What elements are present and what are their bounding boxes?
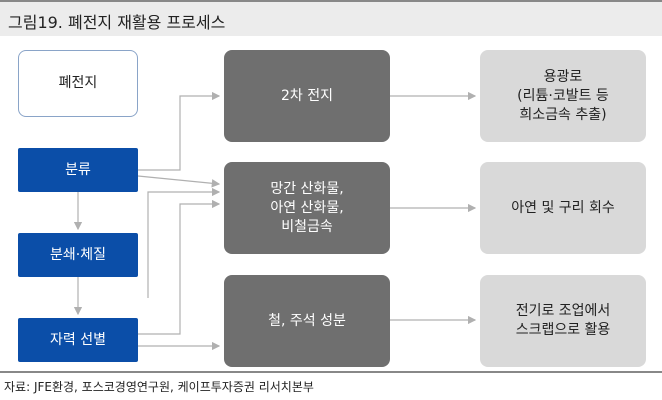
sorting-box: 분류 xyxy=(18,148,138,192)
title-bar: 그림19. 폐전지 재활용 프로세스 xyxy=(0,0,662,36)
secondary-battery-box: 2차 전지 xyxy=(224,50,390,142)
footer-divider xyxy=(0,371,662,373)
zinc-copper-recovery-box: 아연 및 구리 회수 xyxy=(480,162,646,254)
arrow-magnetic-to-manganese xyxy=(147,187,221,298)
arrow-sorting-to-manganese xyxy=(137,175,221,188)
figure-title: 그림19. 폐전지 재활용 프로세스 xyxy=(8,13,226,32)
magnetic-separation-box: 자력 선별 xyxy=(18,318,138,362)
waste-battery-box: 폐전지 xyxy=(18,50,138,117)
manganese-zinc-oxide-box: 망간 산화물, 아연 산화물, 비철금속 xyxy=(224,162,390,254)
iron-tin-box: 철, 주석 성분 xyxy=(224,275,390,367)
electric-furnace-box: 전기로 조업에서 스크랩으로 활용 xyxy=(480,275,646,367)
crushing-box: 분쇄·체질 xyxy=(18,233,138,277)
smelter-box: 용광로 (리튬·코발트 등 희소금속 추출) xyxy=(480,50,646,142)
source-note: 자료: JFE환경, 포스코경영연구원, 케이프투자증권 리서치본부 xyxy=(4,380,314,394)
arrow-sorting-to-secondary xyxy=(138,91,221,171)
arrow-magnetic-to-manganese-2 xyxy=(138,199,221,335)
